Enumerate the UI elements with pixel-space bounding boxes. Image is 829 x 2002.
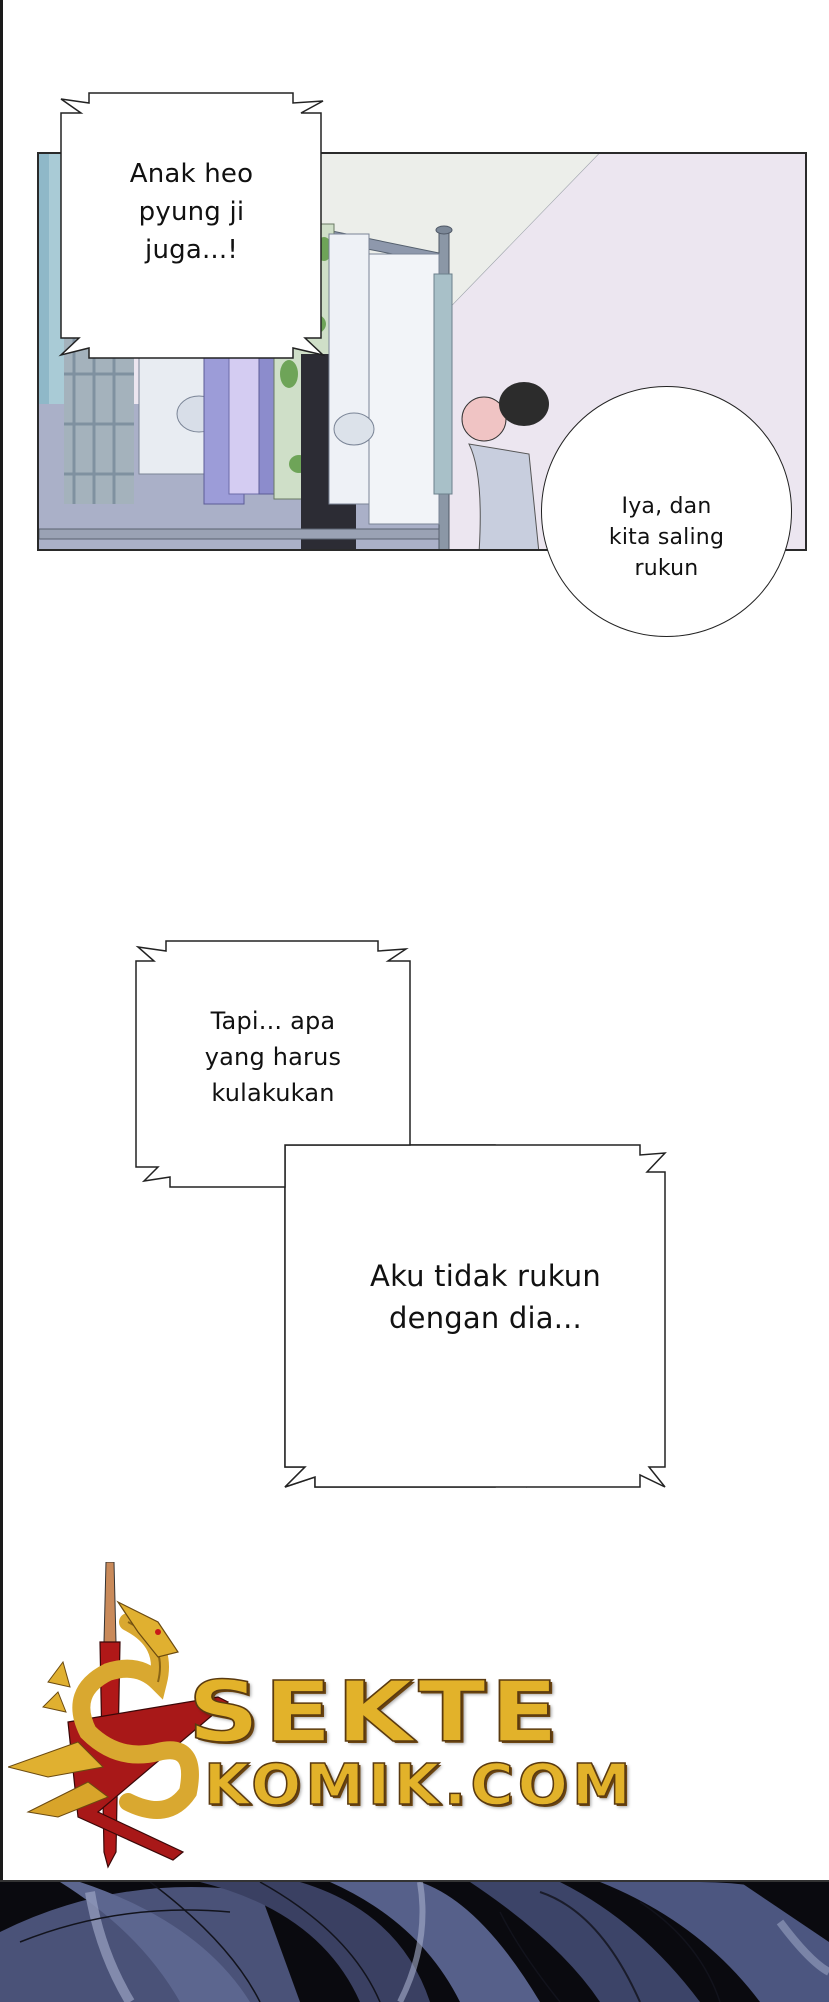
caption-1-line-1: Anak heo: [129, 159, 254, 189]
hair-illustration: [0, 1882, 829, 2002]
bottom-panel-hair-closeup: [0, 1880, 829, 2002]
watermark-sekte-text: SEKTE: [187, 1663, 563, 1761]
caption-box-1: Anak heo pyung ji juga...!: [58, 92, 326, 359]
caption-box-2: Tapi... apa yang harus kulakukan: [135, 940, 411, 1188]
caption-1-line-3: juga...!: [145, 235, 238, 265]
bubble-1-line-3: rukun: [634, 556, 699, 581]
caption-box-2-shape: [135, 940, 411, 1188]
caption-3-line-2: dengan dia...: [389, 1301, 582, 1335]
page-left-border: [0, 0, 3, 2000]
caption-1-line-2: pyung ji: [138, 197, 245, 227]
caption-2-line-1: Tapi... apa: [210, 1007, 336, 1035]
watermark-komik-text: KOMIK.COM: [203, 1753, 635, 1818]
caption-box-3-shape: [284, 1144, 667, 1488]
caption-3-line-1: Aku tidak rukun: [370, 1259, 601, 1293]
caption-box-3: Aku tidak rukun dengan dia...: [284, 1144, 667, 1488]
speech-bubble-round: Iya, dan kita saling rukun: [541, 386, 792, 637]
dragon-sword-icon: [8, 1562, 230, 1869]
bubble-1-line-1: Iya, dan: [621, 494, 712, 519]
bubble-1-line-2: kita saling: [608, 525, 725, 550]
caption-box-1-shape: [58, 92, 326, 359]
caption-2-line-3: kulakukan: [211, 1079, 335, 1107]
watermark-logo: SEKTE KOMIK.COM: [8, 1562, 631, 1874]
caption-2-line-2: yang harus: [204, 1043, 342, 1071]
